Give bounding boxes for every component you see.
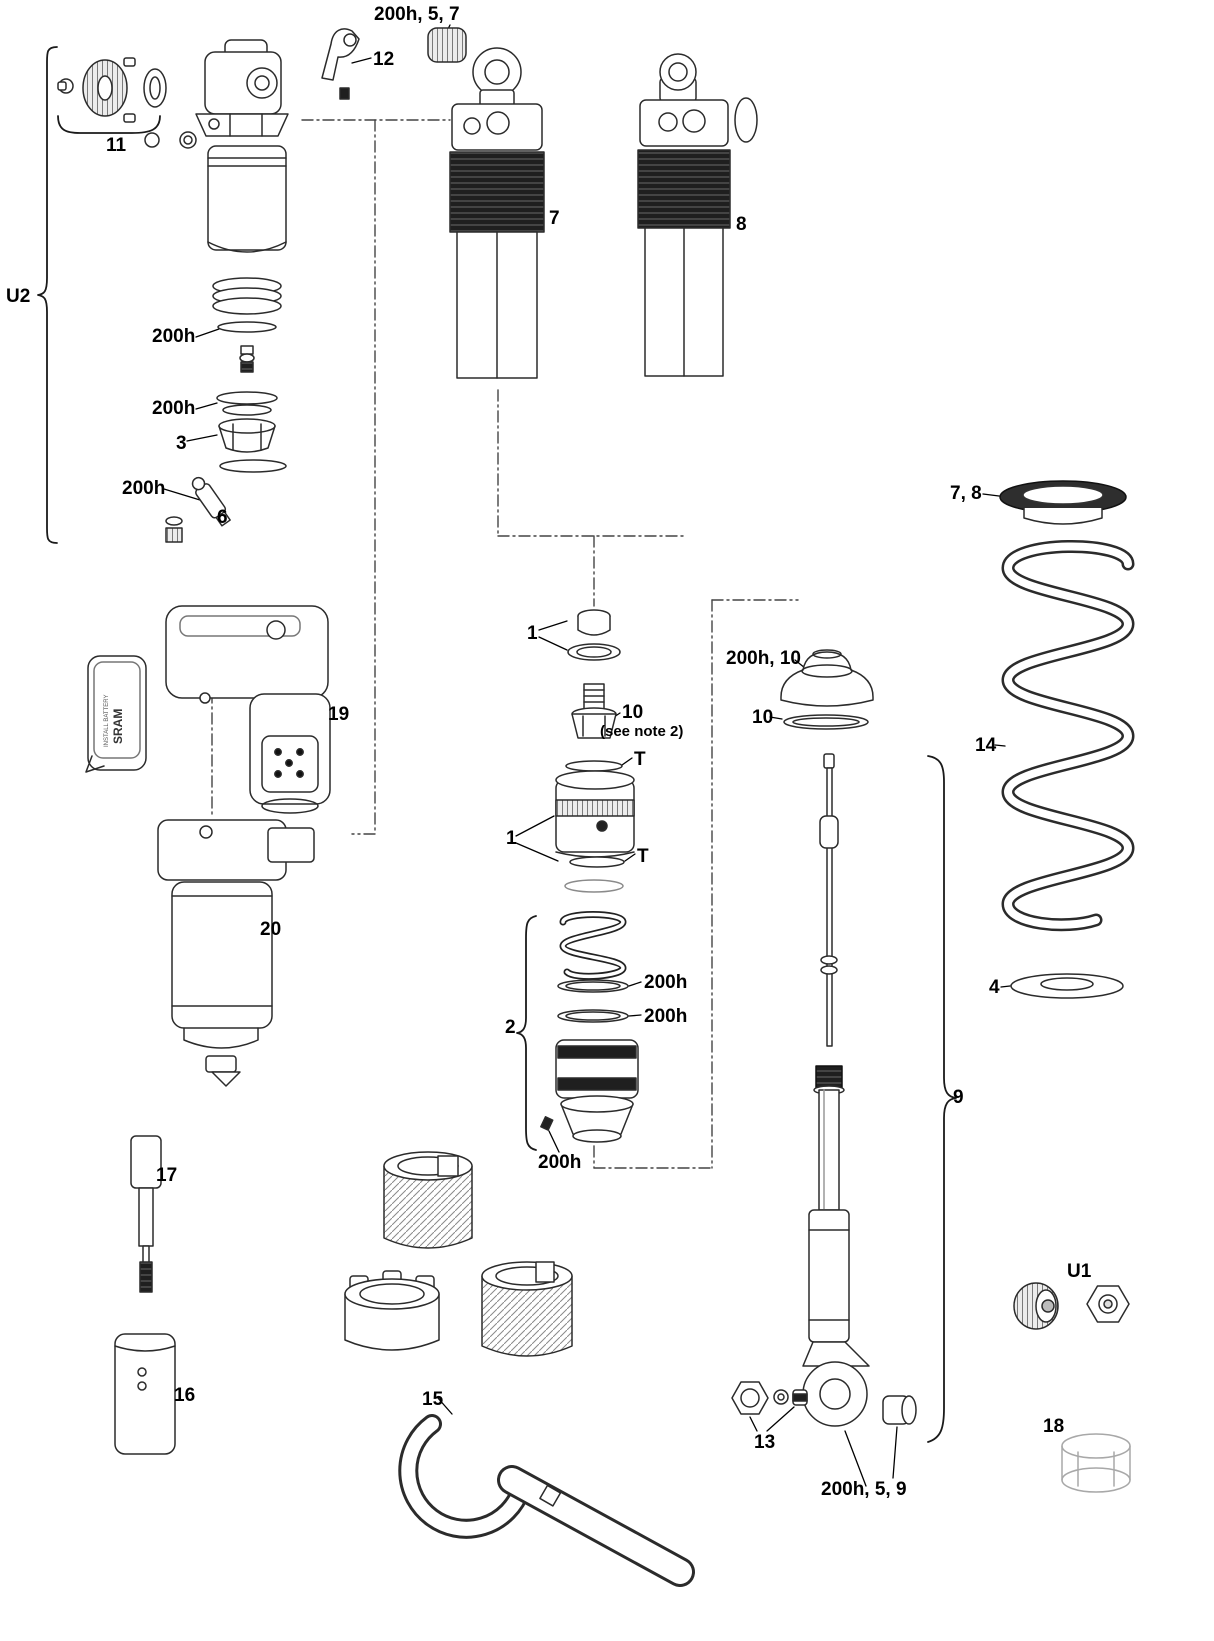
part-10-air-can-cap — [780, 649, 874, 730]
bracket-11 — [57, 115, 161, 134]
part-19-motor-module — [85, 605, 331, 814]
bracket-2 — [516, 915, 537, 1151]
callout-14: 14 — [975, 735, 997, 756]
part-9-shaft-assembly — [802, 1065, 917, 1427]
part-1-upper-stack — [565, 609, 623, 772]
part-2-rebound-stack — [540, 911, 639, 1143]
part-12-lever — [321, 28, 360, 100]
callout-18: 18 — [1043, 1416, 1065, 1437]
part-15-collars-and-wrench — [344, 1151, 695, 1587]
callout-2: 2 — [505, 1017, 516, 1038]
part-8-shock-body — [637, 53, 758, 377]
callout-u1: U1 — [1067, 1261, 1092, 1282]
callout-9: 9 — [953, 1087, 964, 1108]
callout-t-b: T — [637, 846, 649, 867]
part-3-piston — [218, 418, 276, 453]
part-16-cylinder — [114, 1333, 176, 1455]
callout-200h-b: 200h — [152, 398, 196, 419]
callout-see-note-2: (see note 2) — [600, 723, 684, 740]
part-4-spring-collar — [1010, 973, 1124, 999]
callout-6: 6 — [217, 507, 228, 528]
spring-retainer-7-8 — [999, 480, 1127, 525]
part-u1-hardware — [1013, 1282, 1130, 1330]
part-10-adjuster-nut — [571, 707, 617, 739]
group-brackets — [37, 46, 957, 1443]
callout-200h-5-7: 200h, 5, 7 — [374, 4, 460, 25]
callout-19: 19 — [328, 704, 350, 725]
part-6-valve — [165, 476, 231, 543]
part-7-shock-body — [449, 47, 545, 379]
small-coil-spring — [559, 911, 627, 980]
callout-3: 3 — [176, 433, 187, 454]
callout-11: 11 — [106, 135, 127, 156]
battery-brand-text: SRAM — [111, 709, 125, 744]
callout-200h-f: 200h — [538, 1152, 582, 1173]
part-18-ring — [1061, 1433, 1131, 1493]
callout-7: 7 — [549, 208, 560, 229]
callout-16: 16 — [174, 1385, 196, 1406]
callout-13: 13 — [754, 1432, 776, 1453]
bracket-9 — [927, 755, 957, 1443]
rebound-needle-rod — [819, 753, 839, 1047]
callout-17: 17 — [156, 1165, 178, 1186]
part-11-valve-knob-group — [57, 57, 197, 149]
callout-200h-a: 200h — [152, 326, 196, 347]
callout-10-left: 10 — [622, 702, 644, 723]
callout-u2: U2 — [6, 286, 31, 307]
damper-head-assembly — [195, 39, 289, 253]
callout-200h-d: 200h — [644, 972, 688, 993]
callout-t-a: T — [634, 749, 646, 770]
part-17-shaft-tool — [130, 1135, 162, 1293]
callout-1-b: 1 — [506, 828, 517, 849]
callout-15: 15 — [422, 1389, 444, 1410]
battery — [85, 655, 147, 773]
castellated-collar-b — [344, 1270, 440, 1351]
callout-1-a: 1 — [527, 623, 538, 644]
bracket-u2 — [37, 46, 58, 544]
callout-4: 4 — [989, 977, 1000, 998]
callout-12: 12 — [373, 49, 395, 70]
threaded-collar-c — [481, 1261, 573, 1357]
dash-construction-lines — [211, 119, 799, 1169]
part-20-canister-module — [157, 819, 315, 1087]
part-14-coil-spring — [1001, 540, 1135, 932]
callout-20: 20 — [260, 919, 282, 940]
battery-note-text: INSTALL BATTERY — [104, 695, 110, 747]
part-1-piston — [555, 770, 635, 893]
callout-200h-5-9: 200h, 5, 9 — [821, 1479, 907, 1500]
t-ring-lower — [569, 856, 625, 868]
t-ring-upper — [565, 760, 623, 772]
callout-10-right: 10 — [752, 707, 774, 728]
part-13-nut-group — [731, 1381, 808, 1415]
top-cap-part — [427, 27, 467, 63]
seal-stack-and-part-3 — [212, 277, 287, 473]
callout-8: 8 — [736, 214, 747, 235]
callout-200h-10: 200h, 10 — [726, 648, 801, 669]
spanner-wrench — [398, 1414, 695, 1587]
threaded-collar-a — [383, 1151, 473, 1249]
callout-200h-e: 200h — [644, 1006, 688, 1027]
callout-7-8: 7, 8 — [950, 483, 982, 504]
callout-200h-c: 200h — [122, 478, 166, 499]
eyelet-bushing — [882, 1395, 917, 1425]
